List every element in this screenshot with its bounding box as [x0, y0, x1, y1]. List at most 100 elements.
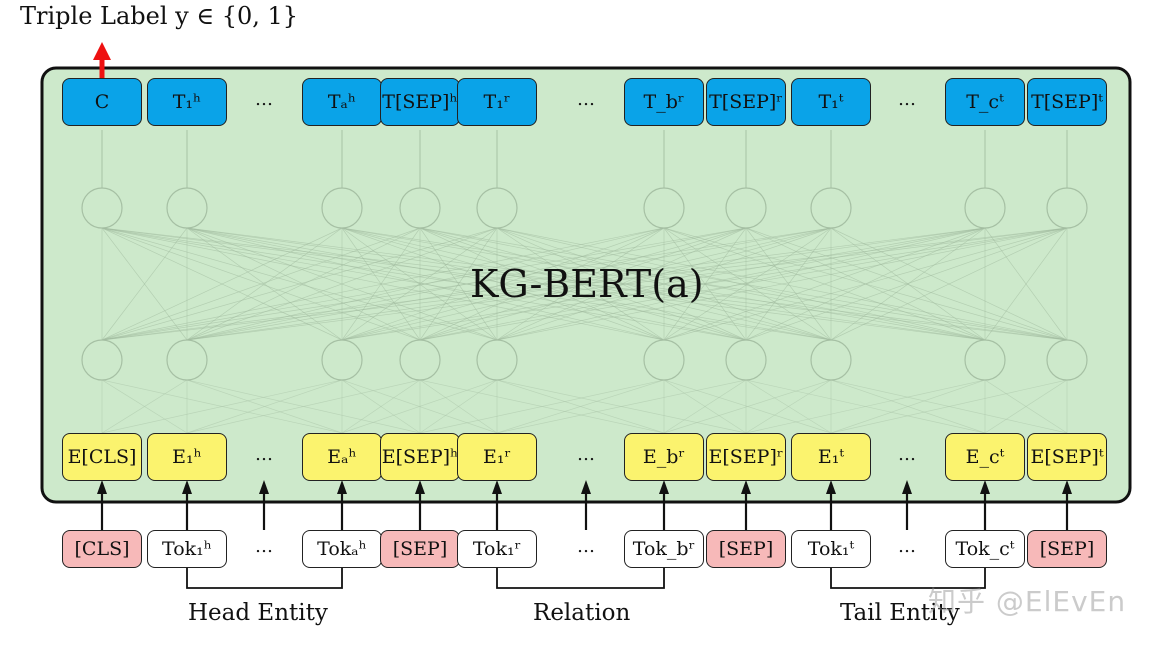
hidden-connection	[419, 227, 1068, 341]
hidden-unit-top	[476, 187, 518, 229]
token-box: [CLS]	[62, 530, 142, 568]
token-ellipsis: …	[577, 536, 595, 557]
embedding-box: E₁ʳ	[457, 433, 537, 481]
hidden-connection	[341, 227, 498, 341]
input-arrowhead	[337, 480, 347, 494]
hidden-connection	[341, 227, 421, 341]
hidden-connection	[341, 227, 1068, 341]
token-box: [SEP]	[706, 530, 786, 568]
embedding-connection	[341, 379, 498, 434]
output-box: Tₐʰ	[302, 78, 382, 126]
token-box: [SEP]	[380, 530, 460, 568]
output-box: T_cᵗ	[945, 78, 1025, 126]
embedding-ellipsis: …	[577, 444, 595, 465]
hidden-unit-top	[964, 187, 1006, 229]
hidden-connection	[419, 227, 498, 341]
output-box: T₁ʳ	[457, 78, 537, 126]
embedding-connection	[341, 379, 421, 434]
input-arrowhead	[659, 480, 669, 494]
hidden-unit-top	[1046, 187, 1088, 229]
hidden-connection	[101, 227, 986, 341]
output-box: T₁ᵗ	[791, 78, 871, 126]
token-ellipsis: …	[898, 536, 916, 557]
tail-entity-label: Tail Entity	[840, 600, 960, 626]
embedding-connection	[984, 379, 1068, 434]
token-box: Tok_bʳ	[624, 530, 704, 568]
output-box: C	[62, 78, 142, 126]
hidden-connection	[663, 227, 832, 341]
hidden-connection	[341, 227, 986, 341]
embedding-box: E₁ʰ	[147, 433, 227, 481]
token-box: Tok₁ʳ	[457, 530, 537, 568]
embedding-connection	[496, 379, 665, 434]
input-arrowhead	[902, 480, 912, 494]
token-box: Tok_cᵗ	[945, 530, 1025, 568]
hidden-connection	[101, 227, 343, 341]
hidden-unit-bottom	[1046, 339, 1088, 381]
watermark: 知乎 @ElEvEn	[928, 585, 1127, 618]
hidden-connection	[101, 227, 188, 341]
input-arrowhead	[980, 480, 990, 494]
hidden-connection	[186, 227, 1068, 341]
triple-label-title: Triple Label y ∈ {0, 1}	[20, 2, 299, 30]
hidden-connection	[496, 227, 665, 341]
hidden-connection	[663, 227, 1068, 341]
embedding-box: E[SEP]ʰ	[380, 433, 460, 481]
hidden-connection	[101, 227, 665, 341]
embedding-connection	[186, 379, 421, 434]
hidden-unit-top	[81, 187, 123, 229]
embedding-connection	[419, 379, 498, 434]
embedding-box: E[SEP]ʳ	[706, 433, 786, 481]
input-arrowhead	[97, 480, 107, 494]
token-box: Tokₐʰ	[302, 530, 382, 568]
embedding-box: E[CLS]	[62, 433, 142, 481]
output-box: T[SEP]ʰ	[380, 78, 460, 126]
embedding-connection	[419, 379, 665, 434]
token-box: Tok₁ᵗ	[791, 530, 871, 568]
hidden-unit-top	[643, 187, 685, 229]
hidden-connection	[101, 227, 747, 341]
embedding-connection	[496, 379, 747, 434]
hidden-connection	[341, 227, 665, 341]
hidden-connection	[745, 227, 1068, 341]
hidden-unit-top	[810, 187, 852, 229]
token-box: [SEP]	[1027, 530, 1107, 568]
hidden-connection	[496, 227, 747, 341]
hidden-connection	[830, 227, 1068, 341]
group-brackets	[186, 568, 986, 589]
embedding-connection	[830, 379, 986, 434]
embedding-connection	[186, 379, 343, 434]
embedding-box: E_bʳ	[624, 433, 704, 481]
embedding-box: E_cᵗ	[945, 433, 1025, 481]
model-label: KG-BERT(a)	[470, 262, 704, 306]
hidden-connection	[186, 227, 343, 341]
network-connections	[81, 130, 1088, 434]
embedding-ellipsis: …	[255, 444, 273, 465]
embedding-connection	[745, 379, 986, 434]
hidden-unit-top	[321, 187, 363, 229]
embedding-box: E[SEP]ᵗ	[1027, 433, 1107, 481]
hidden-connection	[496, 227, 1068, 341]
hidden-unit-top	[399, 187, 441, 229]
token-box: Tok₁ʰ	[147, 530, 227, 568]
embedding-connection	[101, 379, 343, 434]
group-bracket	[186, 568, 343, 589]
input-arrowhead	[492, 480, 502, 494]
input-arrowhead	[741, 480, 751, 494]
hidden-connection	[663, 227, 986, 341]
output-ellipsis: …	[577, 89, 595, 110]
hidden-connection	[101, 227, 498, 341]
input-arrowhead	[259, 480, 269, 494]
embedding-ellipsis: …	[898, 444, 916, 465]
group-bracket	[496, 568, 665, 589]
input-arrowhead	[1062, 480, 1072, 494]
embedding-connection	[830, 379, 1068, 434]
input-arrows	[97, 480, 1072, 530]
embedding-connection	[101, 379, 188, 434]
output-ellipsis: …	[255, 89, 273, 110]
hidden-connection	[186, 227, 421, 341]
embedding-connection	[663, 379, 747, 434]
input-arrowhead	[415, 480, 425, 494]
hidden-connection	[984, 227, 1068, 341]
hidden-connection	[745, 227, 832, 341]
